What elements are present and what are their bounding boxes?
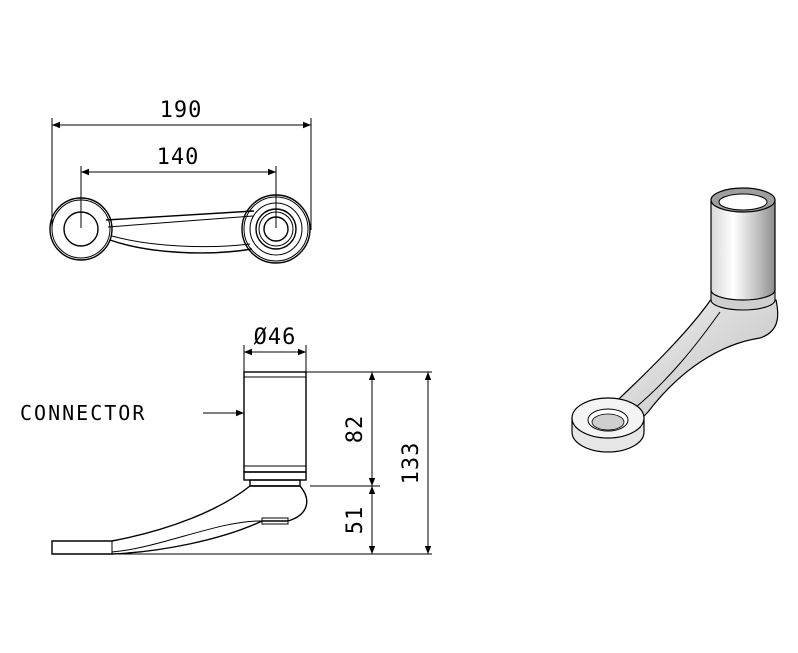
- top-view: 190 140: [49, 98, 312, 264]
- iso-arm: [604, 297, 779, 429]
- dim-label-82: 82: [343, 415, 368, 444]
- dim-label-133: 133: [399, 442, 424, 485]
- top-view-right-ring: [241, 194, 311, 264]
- dim-label-46: Ø46: [254, 325, 297, 350]
- top-view-left-ring: [49, 197, 113, 261]
- isometric-view: [571, 187, 779, 453]
- dim-label-140: 140: [157, 145, 200, 170]
- side-view-arm: [51, 485, 308, 555]
- connector-cylinder: [243, 371, 307, 473]
- dim-label-190: 190: [160, 98, 203, 123]
- dim-label-51: 51: [343, 506, 368, 535]
- iso-connector-cylinder: [710, 199, 776, 301]
- connector-label: CONNECTOR: [20, 401, 146, 425]
- side-view: Ø46 CONNECTOR 82 51 133: [20, 325, 432, 555]
- top-view-arm: [105, 210, 255, 254]
